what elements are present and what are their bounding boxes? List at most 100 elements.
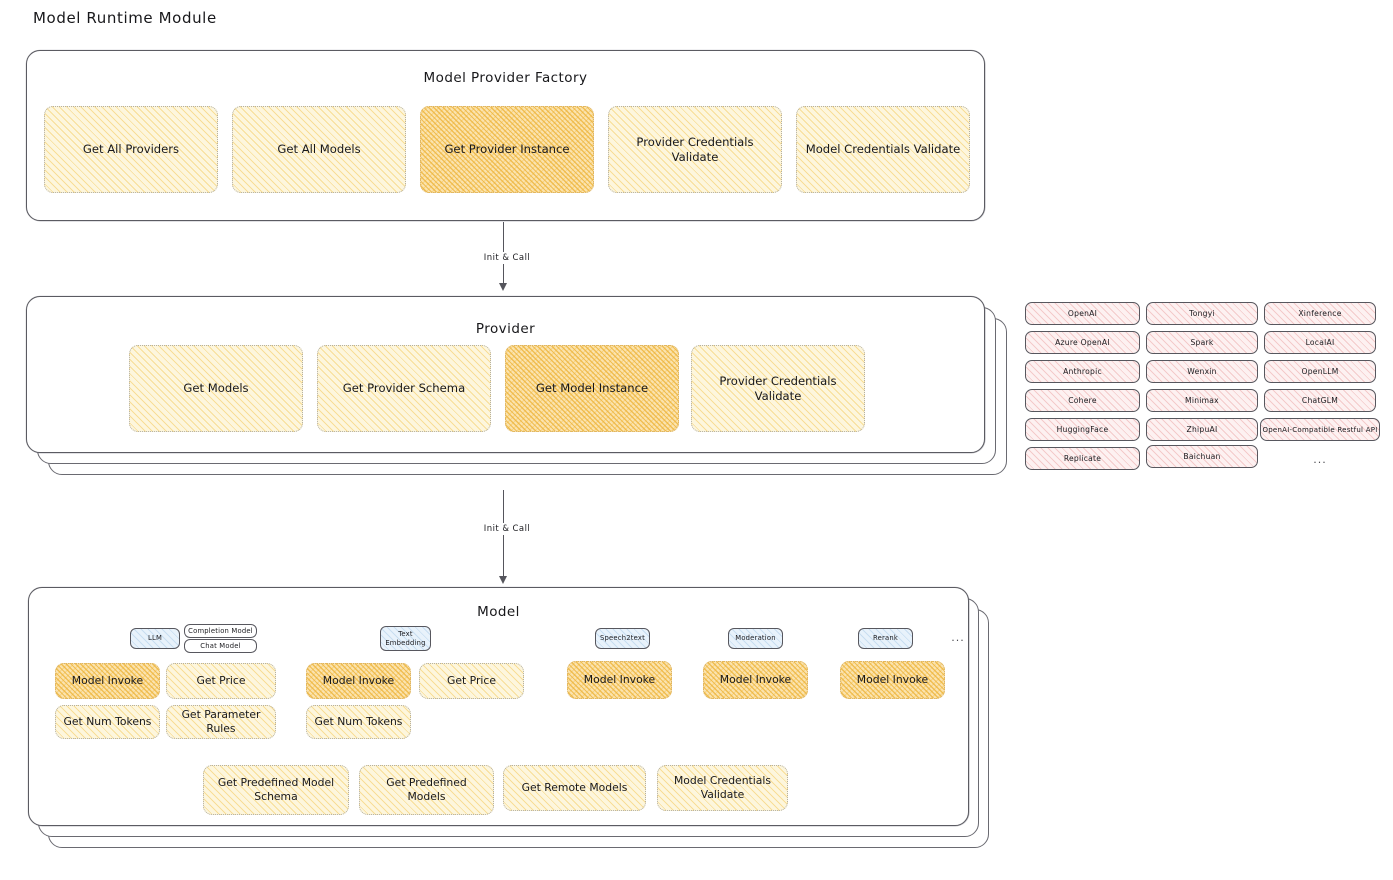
provider-node-provider-credentials-validate[interactable]: Provider Credentials Validate [691,345,865,432]
node-label: Provider Credentials Validate [636,134,754,164]
pill-label: Azure OpenAI [1055,338,1110,347]
provider-list-more: ... [1313,453,1327,466]
pill-label: OpenAI-Compatible Restful API [1262,425,1378,434]
model-subtype-chip-chat-model[interactable]: Chat Model [184,639,257,653]
factory-node-model-credentials-validate[interactable]: Model Credentials Validate [796,106,970,193]
provider-pill-huggingface[interactable]: HuggingFace [1025,418,1140,441]
model-subtype-chip-completion-model[interactable]: Completion Model [184,624,257,638]
model-common-get-remote-models[interactable]: Get Remote Models [503,765,646,811]
page-title: Model Runtime Module [33,9,217,27]
provider-pill-chatglm[interactable]: ChatGLM [1264,389,1376,412]
provider-pill-openai[interactable]: OpenAI [1025,302,1140,325]
model-common-get-predefined-model-schema[interactable]: Get Predefined Model Schema [203,765,349,815]
model-type-chip-speech2text[interactable]: Speech2text [595,628,650,649]
provider-pill-anthropic[interactable]: Anthropic [1025,360,1140,383]
llm-method-get-parameter-rules[interactable]: Get Parameter Rules [166,705,276,739]
provider-pill-openllm[interactable]: OpenLLM [1264,360,1376,383]
model-types-more: ... [951,631,965,644]
pill-label: Baichuan [1183,452,1221,461]
node-label: Get Predefined Model Schema [217,776,335,803]
node-label: Get Parameter Rules [181,708,261,735]
node-label: Get Predefined Models [386,776,467,803]
model-common-model-credentials-validate[interactable]: Model Credentials Validate [657,765,788,811]
chip-label: Rerank [872,634,898,643]
provider-pill-azure-openai[interactable]: Azure OpenAI [1025,331,1140,354]
pill-label: Tongyi [1189,309,1215,318]
chip-label: LLM [147,634,163,643]
chip-label: Speech2text [600,634,645,643]
provider-pill-baichuan[interactable]: Baichuan [1146,445,1258,468]
llm-method-model-invoke[interactable]: Model Invoke [55,663,160,699]
pill-label: ChatGLM [1301,396,1339,405]
rerank-method-model-invoke[interactable]: Model Invoke [840,661,945,699]
pill-label: Spark [1190,338,1214,347]
provider-pill-replicate[interactable]: Replicate [1025,447,1140,470]
pill-label: Wenxin [1187,367,1217,376]
chip-label: Chat Model [200,641,241,650]
node-label: Model Invoke [583,673,656,687]
connector-1-label: Init & Call [466,252,548,264]
chip-label: Moderation [735,634,776,643]
connector-1-arrowhead [499,283,507,291]
moderation-method-model-invoke[interactable]: Model Invoke [703,661,808,699]
node-label: Get Provider Instance [444,142,570,157]
pill-label: HuggingFace [1056,425,1109,434]
node-label: Model Invoke [322,674,395,688]
provider-pill-minimax[interactable]: Minimax [1146,389,1258,412]
model-type-chip-rerank[interactable]: Rerank [858,628,913,649]
node-label: Model Invoke [71,674,144,688]
provider-pill-spark[interactable]: Spark [1146,331,1258,354]
factory-node-get-provider-instance[interactable]: Get Provider Instance [420,106,594,193]
provider-pill-zhipuai[interactable]: ZhipuAI [1146,418,1258,441]
provider-pill-wenxin[interactable]: Wenxin [1146,360,1258,383]
connector-2-arrowhead [499,576,507,584]
model-type-chip-moderation[interactable]: Moderation [728,628,783,649]
pill-label: OpenAI [1067,309,1098,318]
node-label: Get Provider Schema [342,381,466,396]
model-type-chip-text-embedding[interactable]: Text Embedding [380,626,431,651]
factory-node-get-all-providers[interactable]: Get All Providers [44,106,218,193]
pill-label: ZhipuAI [1186,425,1218,434]
node-label: Get Num Tokens [63,715,152,729]
node-label: Get All Providers [82,142,180,157]
pill-label: LocalAI [1305,338,1335,347]
node-label: Provider Credentials Validate [719,373,837,403]
model-common-get-predefined-models[interactable]: Get Predefined Models [359,765,494,815]
llm-method-get-num-tokens[interactable]: Get Num Tokens [55,705,160,739]
node-label: Get Models [183,381,249,396]
chip-label: Completion Model [188,626,253,635]
factory-node-provider-credentials-validate[interactable]: Provider Credentials Validate [608,106,782,193]
node-label: Get Price [446,674,496,688]
node-label: Get Remote Models [521,781,628,795]
text-embedding-method-get-num-tokens[interactable]: Get Num Tokens [306,705,411,739]
provider-pill-openai-compatible-restful-api[interactable]: OpenAI-Compatible Restful API [1260,418,1380,441]
provider-pill-cohere[interactable]: Cohere [1025,389,1140,412]
factory-node-get-all-models[interactable]: Get All Models [232,106,406,193]
node-label: Get Num Tokens [314,715,403,729]
pill-label: Minimax [1185,396,1219,405]
node-label: Model Credentials Validate [805,142,961,157]
connector-2-label: Init & Call [466,523,548,535]
pill-label: Xinference [1298,309,1342,318]
node-label: Model Invoke [719,673,792,687]
provider-node-get-models[interactable]: Get Models [129,345,303,432]
node-label: Get All Models [277,142,361,157]
provider-node-get-model-instance[interactable]: Get Model Instance [505,345,679,432]
text-embedding-method-model-invoke[interactable]: Model Invoke [306,663,411,699]
chip-label: Text Embedding [385,630,426,647]
speech2text-method-model-invoke[interactable]: Model Invoke [567,661,672,699]
provider-pill-xinference[interactable]: Xinference [1264,302,1376,325]
text-embedding-method-get-price[interactable]: Get Price [419,663,524,699]
model-type-chip-llm[interactable]: LLM [130,628,180,649]
provider-pill-tongyi[interactable]: Tongyi [1146,302,1258,325]
llm-method-get-price[interactable]: Get Price [166,663,276,699]
pill-label: Replicate [1063,454,1102,463]
connector-2-line [503,490,504,580]
pill-label: Anthropic [1063,367,1102,376]
pill-label: Cohere [1068,396,1097,405]
pill-label: OpenLLM [1301,367,1339,376]
provider-pill-localai[interactable]: LocalAI [1264,331,1376,354]
node-label: Get Price [196,674,246,688]
provider-node-get-provider-schema[interactable]: Get Provider Schema [317,345,491,432]
